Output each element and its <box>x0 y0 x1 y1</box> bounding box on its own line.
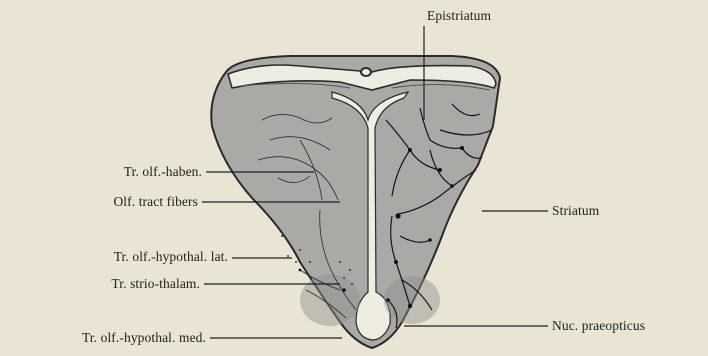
label-striatum: Striatum <box>552 203 599 219</box>
label-tr-olf-haben: Tr. olf.-haben. <box>124 164 202 180</box>
label-tr-olf-hypothal-med: Tr. olf.-hypothal. med. <box>82 330 206 346</box>
label-nuc-praeopticus: Nuc. praeopticus <box>552 318 645 334</box>
label-tr-strio-thalam: Tr. strio-thalam. <box>111 276 200 292</box>
label-tr-olf-hypothal-lat: Tr. olf.-hypothal. lat. <box>114 249 228 265</box>
label-epistriatum: Epistriatum <box>427 8 491 24</box>
vessel-ring <box>361 68 371 76</box>
label-olf-tract-fibers: Olf. tract fibers <box>113 194 198 210</box>
